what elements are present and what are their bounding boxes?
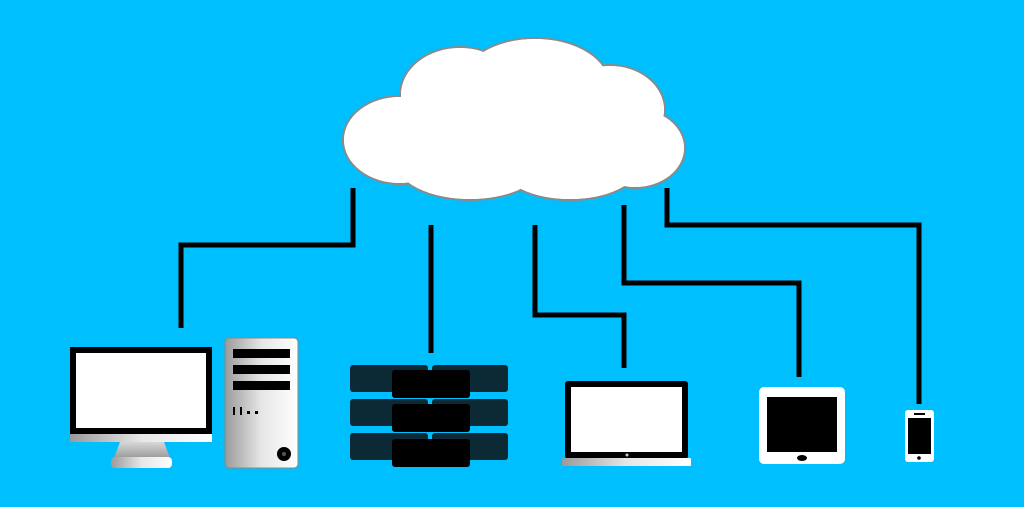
smartphone-icon[interactable] — [905, 410, 934, 462]
connector-desktop — [178, 188, 356, 328]
connector-tablet — [621, 205, 802, 377]
connector-phone — [664, 188, 922, 404]
cloud-icon — [342, 37, 686, 201]
server-rack-icon[interactable] — [350, 365, 508, 467]
desktop-tower-icon[interactable] — [224, 337, 299, 469]
desktop-monitor-icon[interactable] — [70, 347, 212, 468]
laptop-icon[interactable] — [562, 381, 691, 466]
connector-laptop — [532, 225, 627, 368]
tablet-icon[interactable] — [759, 387, 845, 464]
connector-lines — [178, 188, 922, 404]
